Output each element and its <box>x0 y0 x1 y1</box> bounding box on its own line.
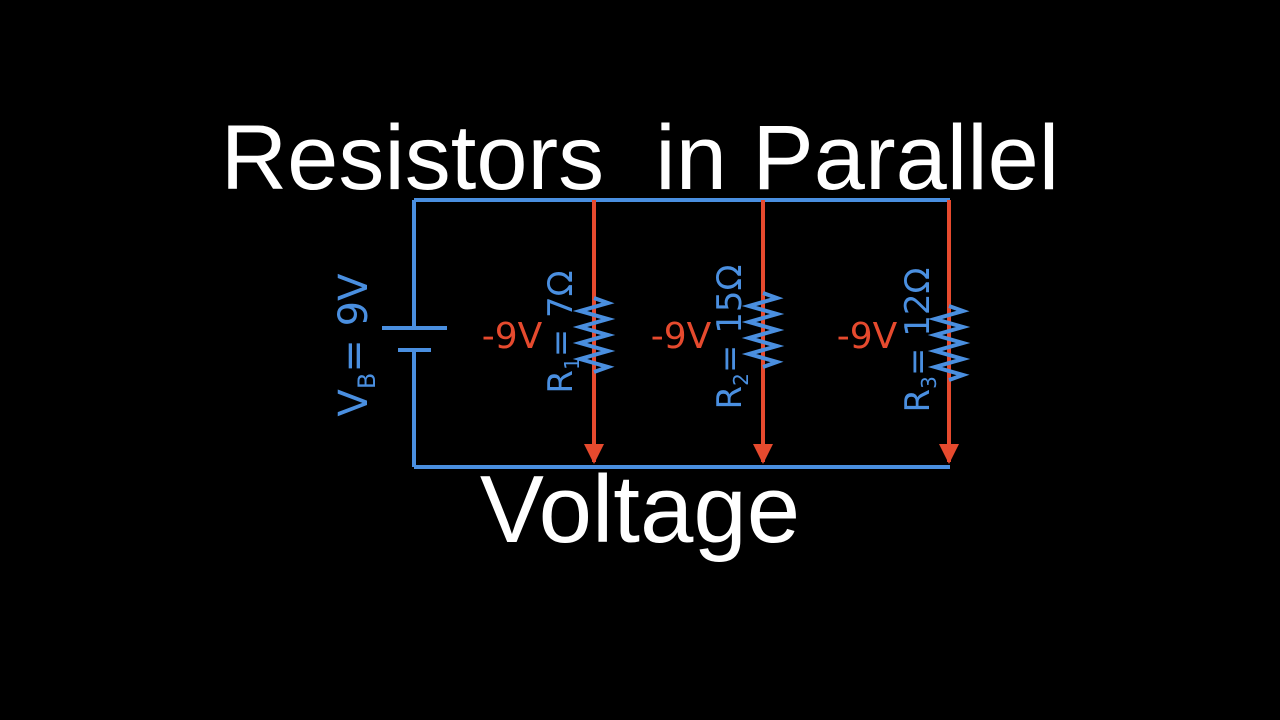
resistor-1-zigzag <box>572 296 616 374</box>
diagram-title: Resistors in Parallel <box>220 107 1060 209</box>
resistor-1-label: R1= 7Ω <box>541 270 584 393</box>
battery-symbol <box>382 326 447 352</box>
branch-2: -9V R2= 15Ω <box>651 200 785 464</box>
resistor-3-label: R3= 12Ω <box>898 268 941 413</box>
svg-text:VB= 9V: VB= 9V <box>331 273 381 417</box>
diagram-subtitle: Voltage <box>479 456 801 563</box>
resistor-2-zigzag <box>741 291 785 369</box>
branch-3: -9V R3= 12Ω <box>837 200 971 464</box>
resistor-2-label: R2= 15Ω <box>710 265 753 410</box>
branch-1: -9V R1= 7Ω <box>482 200 616 464</box>
resistor-3-zigzag <box>927 304 971 382</box>
circuit-wires <box>412 198 950 469</box>
branch-2-voltage-drop: -9V <box>651 316 712 357</box>
branch-3-voltage-drop: -9V <box>837 316 898 357</box>
battery-label: VB= 9V <box>331 273 381 417</box>
branch-1-voltage-drop: -9V <box>482 316 543 357</box>
battery-symbol-text: V <box>331 388 377 416</box>
battery-subscript: B <box>353 373 381 389</box>
battery-value: = 9V <box>331 273 377 373</box>
